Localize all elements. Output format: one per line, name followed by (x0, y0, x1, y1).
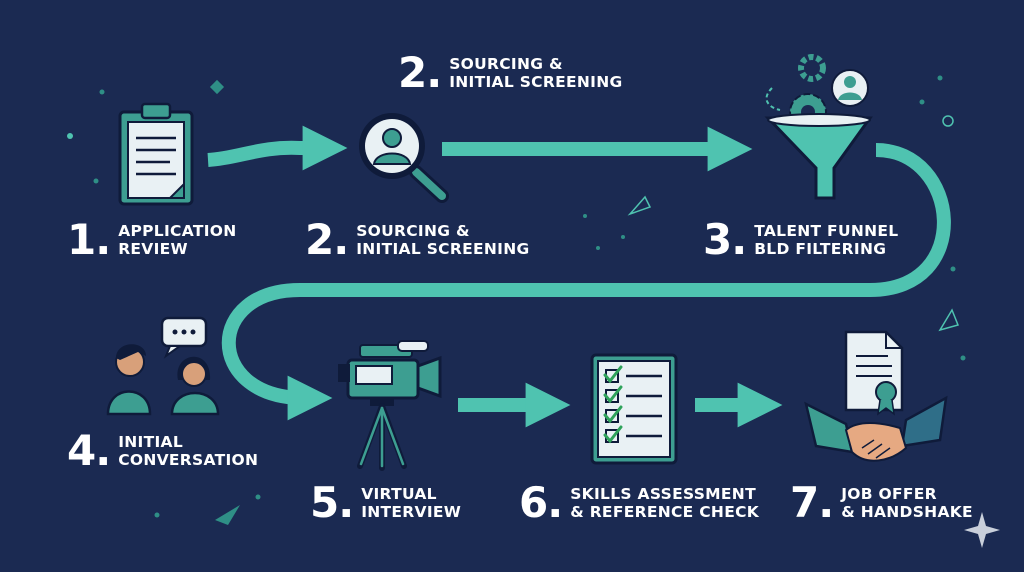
arrow-1-to-2 (207, 125, 348, 171)
flow-connectors (207, 125, 951, 428)
step-7-number: 7. (790, 478, 834, 527)
step-6-title: SKILLS ASSESSMENT& REFERENCE CHECK (570, 485, 760, 521)
header-step-title: SOURCING &INITIAL SCREENING (449, 55, 623, 91)
magnifier-person-icon (359, 113, 449, 203)
step-3-number: 3. (703, 215, 747, 264)
step-6-label: 6. SKILLS ASSESSMENT& REFERENCE CHECK (519, 478, 760, 527)
funnel-gears-icon (764, 54, 873, 200)
step-2-number: 2. (305, 215, 349, 264)
header-step-label: 2. SOURCING &INITIAL SCREENING (398, 48, 623, 97)
step-4-number: 4. (67, 426, 111, 475)
arrow-3-to-5-loop (221, 143, 951, 421)
video-camera-icon (338, 340, 442, 471)
star-icon (964, 512, 1000, 548)
step-1-number: 1. (67, 215, 111, 264)
header-step-number: 2. (398, 48, 442, 97)
people-chat-icon (106, 316, 220, 416)
clipboard-icon (118, 102, 194, 206)
handshake-contract-icon (804, 330, 948, 462)
step-5-number: 5. (310, 478, 354, 527)
step-2-title: SOURCING &INITIAL SCREENING (356, 222, 530, 258)
step-6-number: 6. (519, 478, 563, 527)
step-7-label: 7. JOB OFFER& HANDSHAKE (790, 478, 973, 527)
step-7-title: JOB OFFER& HANDSHAKE (841, 485, 973, 521)
step-2-label: 2. SOURCING &INITIAL SCREENING (305, 215, 530, 264)
checklist-icon (590, 353, 678, 465)
